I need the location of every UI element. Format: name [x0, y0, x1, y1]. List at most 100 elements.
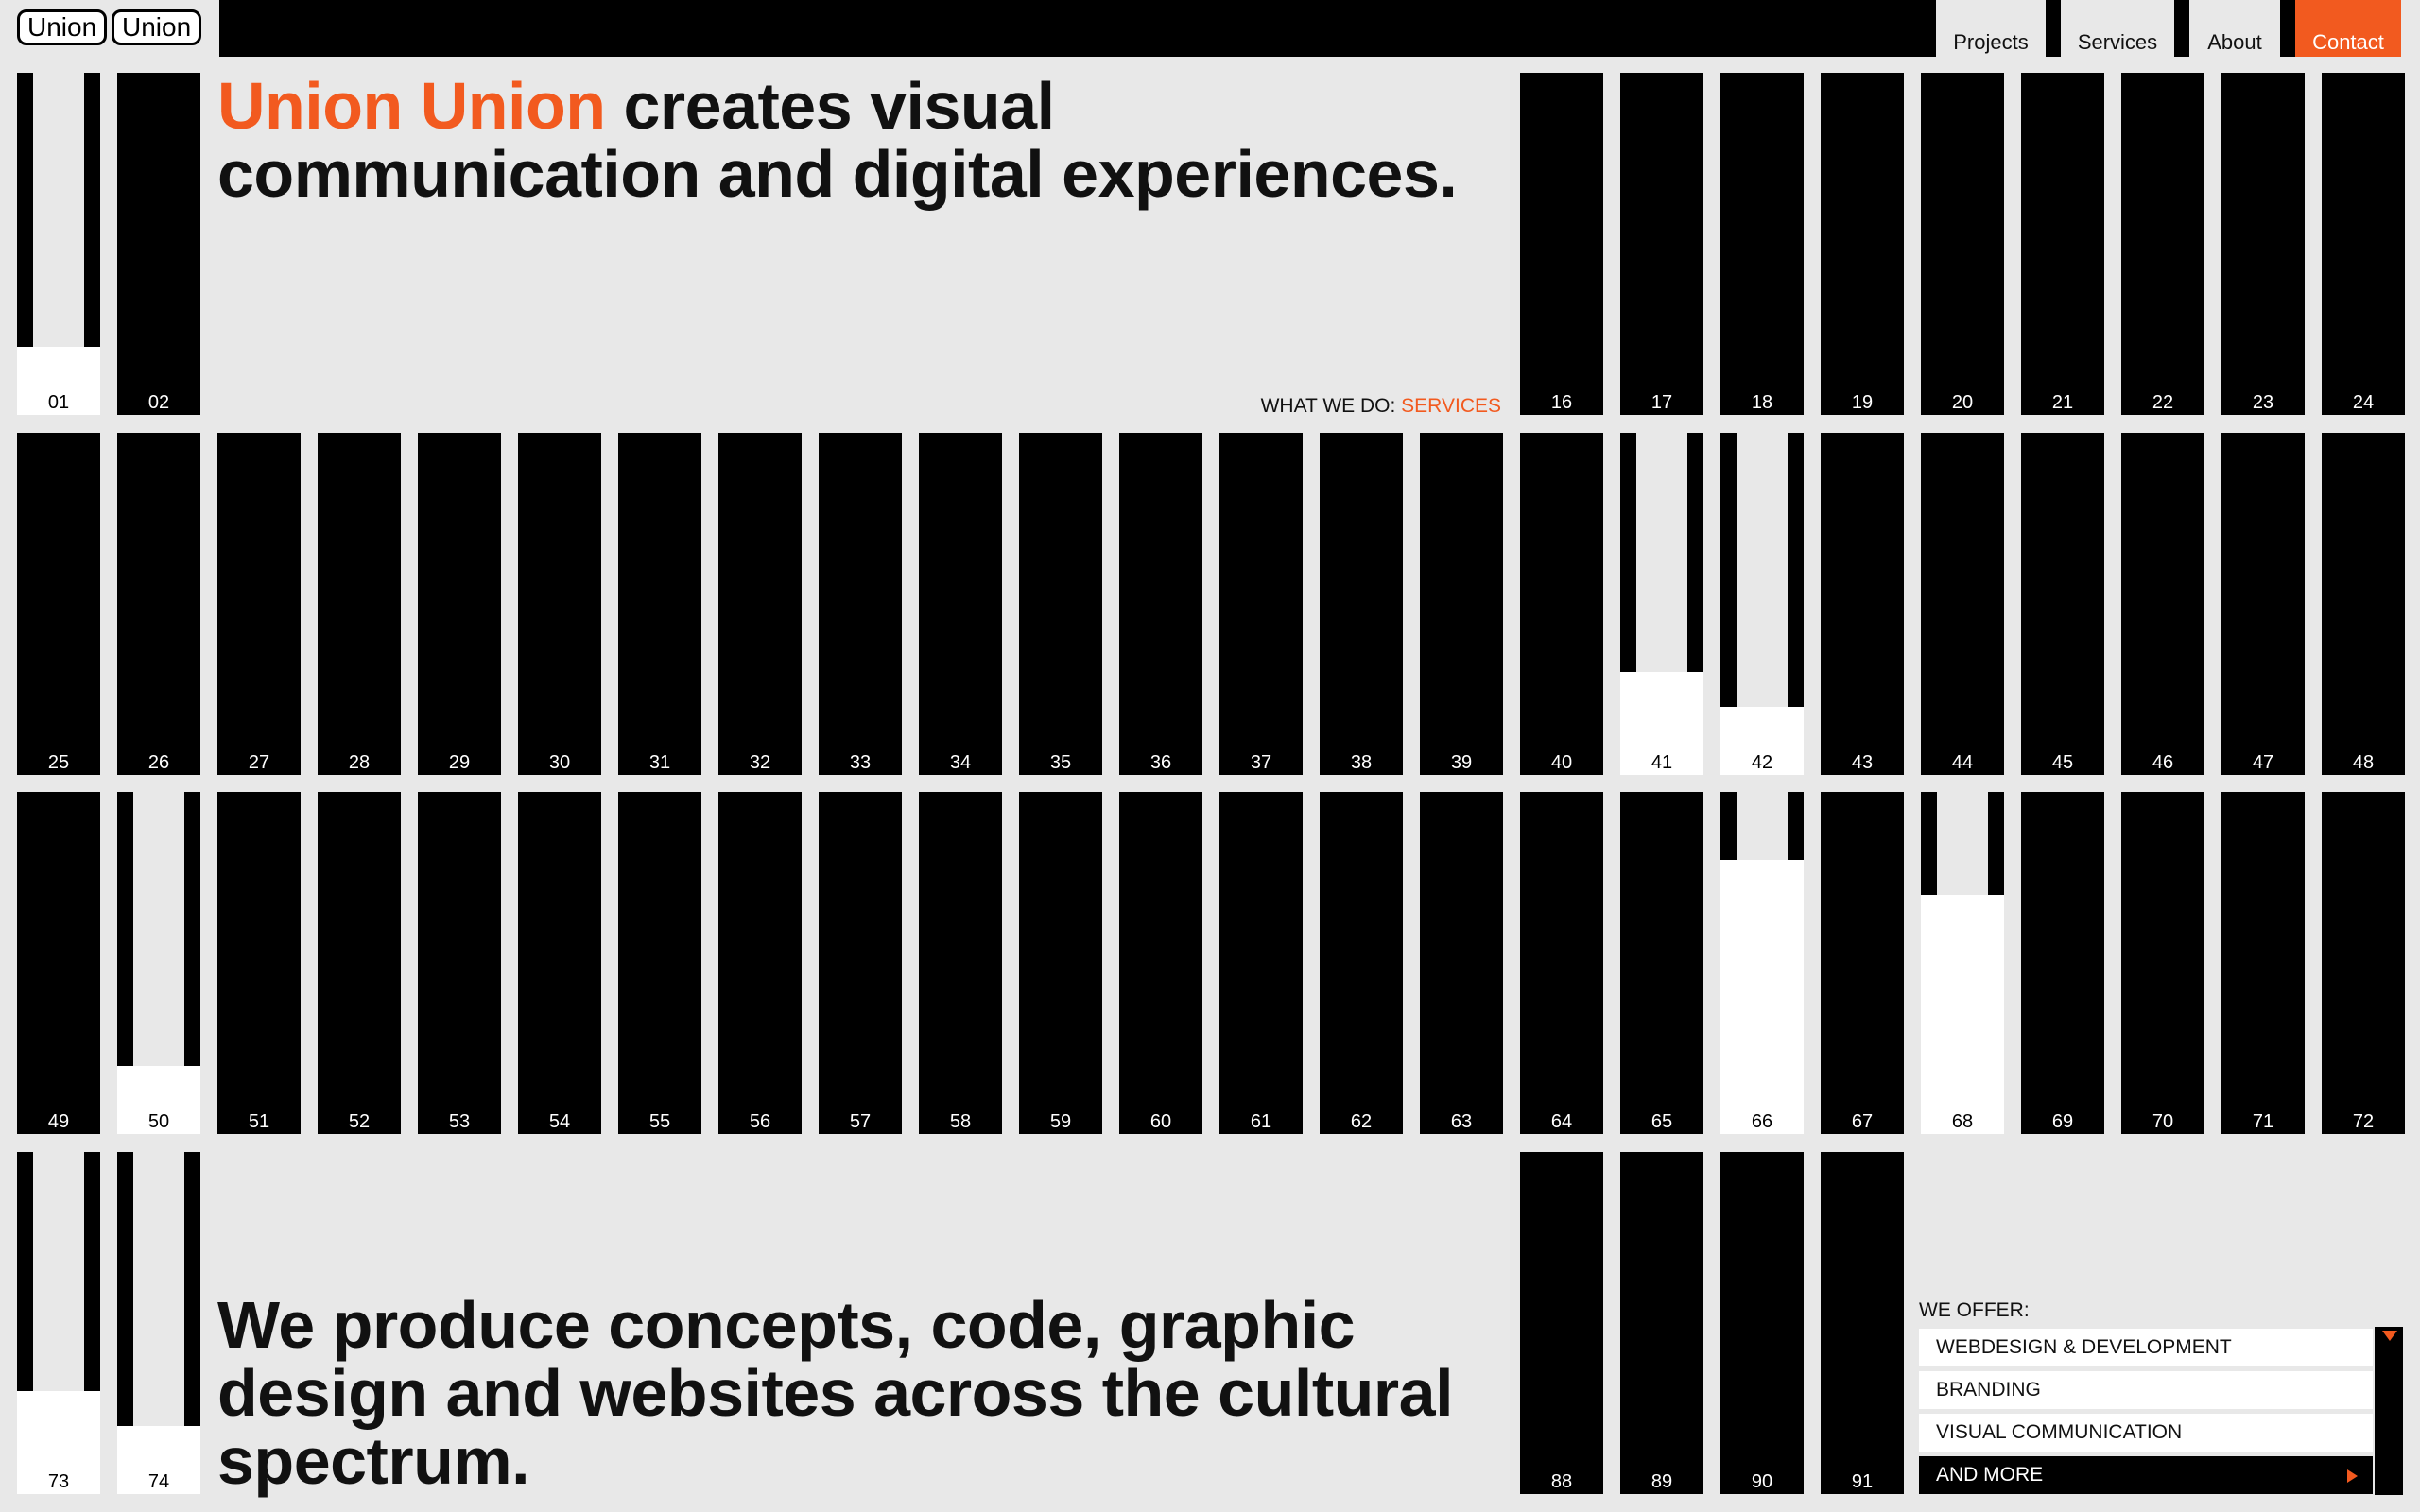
grid-cell[interactable]: 34 [919, 433, 1002, 775]
offer-scrollbar[interactable] [2375, 1327, 2403, 1495]
grid-cell[interactable]: 45 [2021, 433, 2104, 775]
grid-cell[interactable]: 60 [1119, 792, 1202, 1134]
grid-cell[interactable]: 20 [1921, 73, 2004, 415]
grid-cell[interactable]: 02 [117, 73, 200, 415]
grid-cell[interactable]: 16 [1520, 73, 1603, 415]
logo-union-left[interactable]: Union [17, 9, 108, 45]
offer-item-webdesign[interactable]: WEBDESIGN & DEVELOPMENT [1919, 1329, 2373, 1366]
grid-cell[interactable]: 26 [117, 433, 200, 775]
grid-cell[interactable]: 71 [2221, 792, 2305, 1134]
cell-number: 41 [1651, 752, 1673, 773]
cell-fill [117, 1066, 200, 1134]
cell-number: 02 [147, 392, 170, 413]
cell-number: 44 [1951, 752, 1974, 773]
grid-cell[interactable]: 73 [17, 1152, 100, 1494]
cell-number: 45 [2051, 752, 2074, 773]
nav-about[interactable]: About [2189, 0, 2280, 57]
grid-cell[interactable]: 52 [318, 792, 401, 1134]
cell-number: 25 [47, 752, 70, 773]
grid-cell[interactable]: 65 [1620, 792, 1703, 1134]
grid-cell[interactable]: 53 [418, 792, 501, 1134]
cell-number: 54 [548, 1111, 571, 1132]
grid-cell[interactable]: 33 [819, 433, 902, 775]
grid-cell[interactable]: 72 [2322, 792, 2405, 1134]
grid-cell[interactable]: 58 [919, 792, 1002, 1134]
grid-cell[interactable]: 56 [718, 792, 802, 1134]
grid-cell[interactable]: 21 [2021, 73, 2104, 415]
grid-cell[interactable]: 88 [1520, 1152, 1603, 1494]
grid-cell[interactable]: 18 [1720, 73, 1804, 415]
grid-cell[interactable]: 64 [1520, 792, 1603, 1134]
grid-cell[interactable]: 23 [2221, 73, 2305, 415]
grid-cell[interactable]: 28 [318, 433, 401, 775]
grid-cell[interactable]: 66 [1720, 792, 1804, 1134]
grid-cell[interactable]: 57 [819, 792, 902, 1134]
grid-cell[interactable]: 67 [1821, 792, 1904, 1134]
cell-number: 66 [1751, 1111, 1773, 1132]
what-we-do-label: WHAT WE DO: [1260, 395, 1402, 417]
logo-union-right[interactable]: Union [112, 9, 202, 45]
grid-cell[interactable]: 47 [2221, 433, 2305, 775]
grid-cell[interactable]: 91 [1821, 1152, 1904, 1494]
grid-cell[interactable]: 74 [117, 1152, 200, 1494]
grid-cell[interactable]: 38 [1320, 433, 1403, 775]
cell-fill [117, 1426, 200, 1494]
grid-cell[interactable]: 62 [1320, 792, 1403, 1134]
cell-number: 22 [2152, 392, 2174, 413]
nav-contact[interactable]: Contact [2295, 0, 2401, 57]
cell-number: 42 [1751, 752, 1773, 773]
cell-number: 21 [2051, 392, 2074, 413]
grid-cell[interactable]: 17 [1620, 73, 1703, 415]
grid-cell[interactable]: 63 [1420, 792, 1503, 1134]
grid-cell[interactable]: 59 [1019, 792, 1102, 1134]
services-link[interactable]: SERVICES [1401, 395, 1501, 417]
grid-cell[interactable]: 43 [1821, 433, 1904, 775]
grid-cell[interactable]: 44 [1921, 433, 2004, 775]
grid-cell[interactable]: 42 [1720, 433, 1804, 775]
grid-cell[interactable]: 39 [1420, 433, 1503, 775]
cell-number: 34 [949, 752, 972, 773]
cell-number: 40 [1550, 752, 1573, 773]
cell-number: 30 [548, 752, 571, 773]
hero-brand-text: Union Union [217, 69, 606, 143]
grid-cell[interactable]: 31 [618, 433, 701, 775]
grid-cell[interactable]: 32 [718, 433, 802, 775]
grid-cell[interactable]: 50 [117, 792, 200, 1134]
grid-cell[interactable]: 29 [418, 433, 501, 775]
offer-item-branding[interactable]: BRANDING [1919, 1371, 2373, 1409]
offer-item-and-more[interactable]: AND MORE [1919, 1456, 2373, 1494]
grid-cell[interactable]: 61 [1219, 792, 1303, 1134]
grid-cell[interactable]: 37 [1219, 433, 1303, 775]
grid-cell[interactable]: 30 [518, 433, 601, 775]
grid-cell[interactable]: 40 [1520, 433, 1603, 775]
grid-cell[interactable]: 36 [1119, 433, 1202, 775]
grid-cell[interactable]: 46 [2121, 433, 2204, 775]
grid-cell[interactable]: 22 [2121, 73, 2204, 415]
nav-projects[interactable]: Projects [1936, 0, 2046, 57]
grid-cell[interactable]: 68 [1921, 792, 2004, 1134]
nav-services[interactable]: Services [2061, 0, 2174, 57]
grid-cell[interactable]: 35 [1019, 433, 1102, 775]
grid-cell[interactable]: 55 [618, 792, 701, 1134]
grid-cell[interactable]: 24 [2322, 73, 2405, 415]
offer-item-label: AND MORE [1936, 1464, 2044, 1486]
grid-cell[interactable]: 01 [17, 73, 100, 415]
produce-headline: We produce concepts, code, graphic desig… [217, 1288, 1454, 1498]
grid-cell[interactable]: 70 [2121, 792, 2204, 1134]
grid-cell[interactable]: 25 [17, 433, 100, 775]
cell-number: 68 [1951, 1111, 1974, 1132]
grid-cell[interactable]: 48 [2322, 433, 2405, 775]
grid-cell[interactable]: 54 [518, 792, 601, 1134]
grid-cell[interactable]: 89 [1620, 1152, 1703, 1494]
grid-cell[interactable]: 49 [17, 792, 100, 1134]
cell-number: 57 [849, 1111, 872, 1132]
grid-cell[interactable]: 41 [1620, 433, 1703, 775]
grid-cell[interactable]: 90 [1720, 1152, 1804, 1494]
grid-cell[interactable]: 27 [217, 433, 301, 775]
cell-number: 89 [1651, 1471, 1673, 1492]
cell-number: 35 [1049, 752, 1072, 773]
grid-cell[interactable]: 51 [217, 792, 301, 1134]
grid-cell[interactable]: 19 [1821, 73, 1904, 415]
offer-item-visual-communication[interactable]: VISUAL COMMUNICATION [1919, 1414, 2373, 1452]
grid-cell[interactable]: 69 [2021, 792, 2104, 1134]
